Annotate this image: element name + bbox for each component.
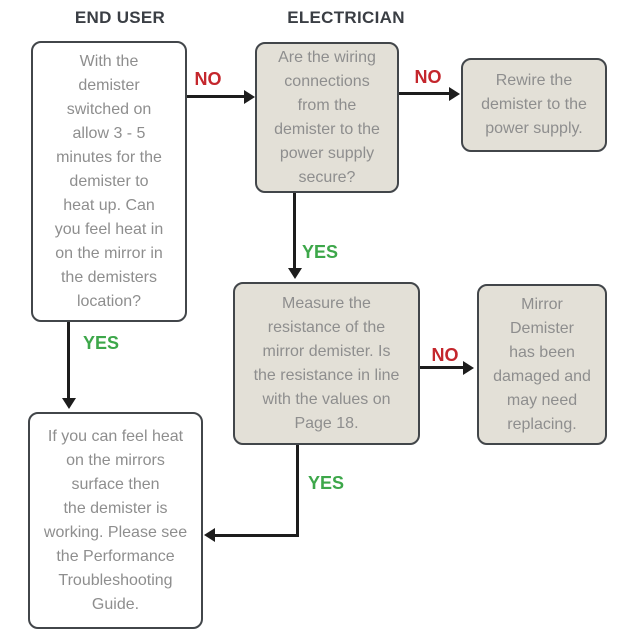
node-demister-working: If you can feel heat on the mirrors surf… (28, 412, 203, 629)
node-measure-resistance: Measure the resistance of the mirror dem… (233, 282, 420, 445)
edge-label-no-3: NO (431, 345, 459, 365)
edge-label-yes-3: YES (307, 473, 345, 493)
node-wiring-check: Are the wiring connections from the demi… (255, 42, 399, 193)
edge-label-yes-2: YES (82, 333, 120, 353)
arrowhead-left-icon (204, 528, 215, 542)
arrowhead-down-icon (62, 398, 76, 409)
arrowhead-right-icon (244, 90, 255, 104)
arrowhead-down-icon (288, 268, 302, 279)
column-header-end-user: END USER (74, 8, 166, 27)
edge-label-yes-1: YES (301, 242, 339, 262)
node-demister-damaged: Mirror Demister has been damaged and may… (477, 284, 607, 445)
edge-label-no-2: NO (414, 67, 442, 87)
node-rewire: Rewire the demister to the power supply. (461, 58, 607, 152)
node-start: With the demister switched on allow 3 - … (31, 41, 187, 322)
column-header-electrician: ELECTRICIAN (287, 8, 405, 27)
connector-wiring-to-rewire (399, 92, 450, 95)
connector-start-to-working (67, 322, 70, 399)
edge-label-no-1: NO (194, 69, 222, 89)
connector-measure-to-working-horizontal (215, 534, 299, 537)
connector-measure-to-working-vertical (296, 445, 299, 537)
connector-wiring-to-measure (293, 193, 296, 269)
connector-start-to-wiring (187, 95, 245, 98)
connector-measure-to-damaged (420, 366, 464, 369)
arrowhead-right-icon (463, 361, 474, 375)
arrowhead-right-icon (449, 87, 460, 101)
